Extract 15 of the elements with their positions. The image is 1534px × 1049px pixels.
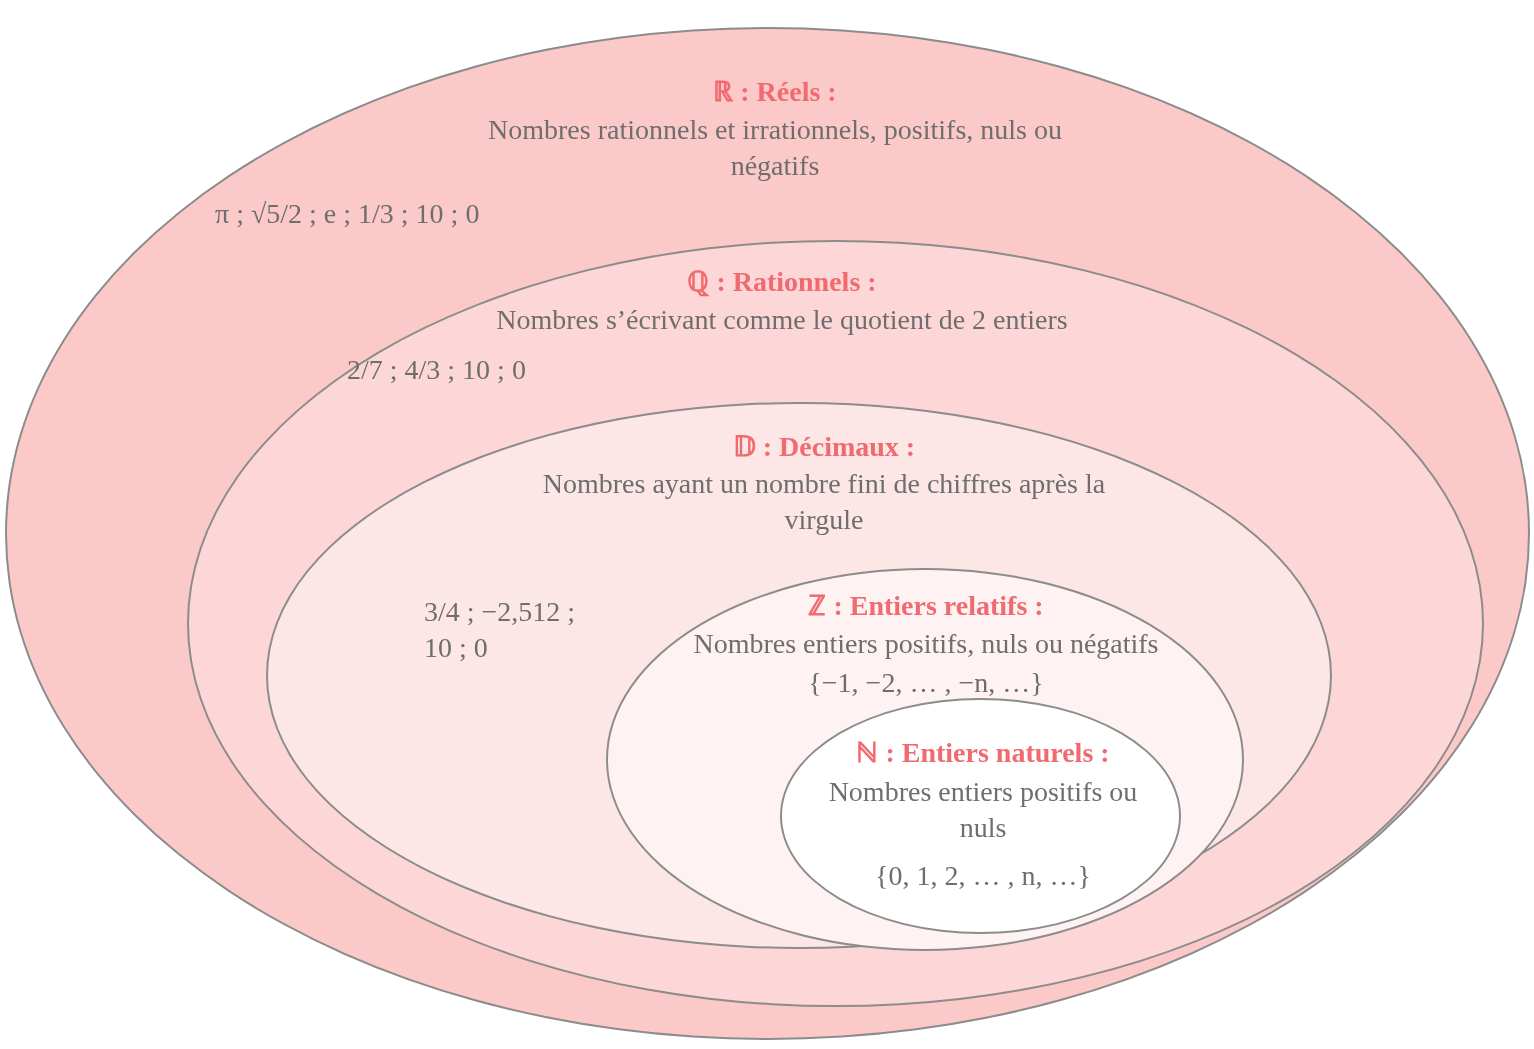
example-numbers: 2/7 ; 4/3 ; 10 ; 0 — [347, 353, 527, 387]
set-description: Nombres entiers positifs ou nuls — [827, 775, 1139, 846]
set-heading: ℤ : Entiers relatifs : — [807, 589, 1045, 623]
example-numbers: 3/4 ; −2,512 ; 10 ; 0 — [424, 595, 577, 666]
set-heading: ℝ : Réels : — [712, 75, 838, 109]
set-description: Nombres ayant un nombre fini de chiffres après la virgule — [541, 467, 1107, 538]
example-numbers: {−1, −2, … , −n, …} — [807, 666, 1045, 700]
example-numbers: π ; √5/2 ; e ; 1/3 ; 10 ; 0 — [215, 197, 481, 231]
example-numbers: {0, 1, 2, … , n, …} — [874, 859, 1092, 893]
set-heading: 𝔻 : Décimaux : — [731, 430, 917, 464]
set-description: Nombres s’écrivant comme le quotient de 2 entiers — [495, 303, 1069, 337]
set-heading: ℕ : Entiers naturels : — [855, 736, 1111, 770]
set-description: Nombres rationnels et irrationnels, positifs, nuls ou négatifs — [487, 113, 1063, 184]
set-description: Nombres entiers positifs, nuls ou négatifs — [692, 627, 1160, 661]
set-heading: ℚ : Rationnels : — [686, 265, 878, 299]
